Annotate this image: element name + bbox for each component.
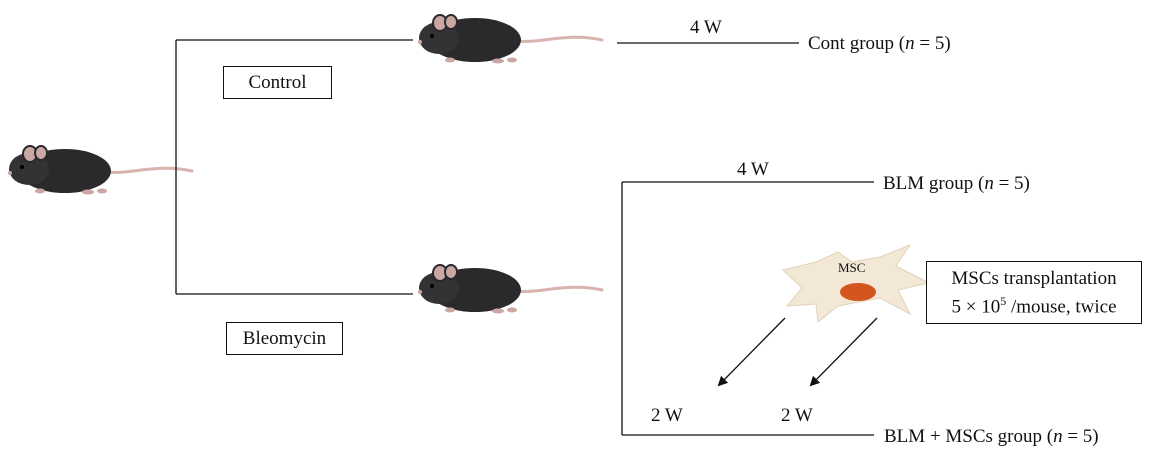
control-label-box: Control [223, 66, 332, 99]
duration-label-2w-left: 2 W [651, 406, 683, 425]
blm-mscs-group-label: BLM + MSCs group (n = 5) [884, 427, 1099, 446]
arrow-right [811, 318, 877, 385]
bleomycin-label: Bleomycin [243, 328, 326, 350]
mouse-source [8, 146, 192, 195]
transplant-line2: 5 × 105 /mouse, twice [927, 290, 1141, 318]
transplant-line1: MSCs transplantation [927, 267, 1141, 290]
duration-label-2w-right: 2 W [781, 406, 813, 425]
mouse-bleomycin [418, 265, 602, 314]
duration-label-4w-mid: 4 W [737, 160, 769, 179]
duration-label-4w-top: 4 W [690, 18, 722, 37]
blm-group-label: BLM group (n = 5) [883, 174, 1030, 193]
control-label: Control [248, 72, 306, 94]
msc-cell [783, 245, 929, 322]
bleomycin-label-box: Bleomycin [226, 322, 343, 355]
cont-group-label: Cont group (n = 5) [808, 34, 951, 53]
msc-label: MSC [838, 261, 865, 274]
mouse-control [418, 15, 602, 64]
transplant-info-box: MSCs transplantation 5 × 105 /mouse, twi… [926, 261, 1142, 324]
msc-nucleus [840, 283, 876, 301]
arrow-left [719, 318, 785, 385]
